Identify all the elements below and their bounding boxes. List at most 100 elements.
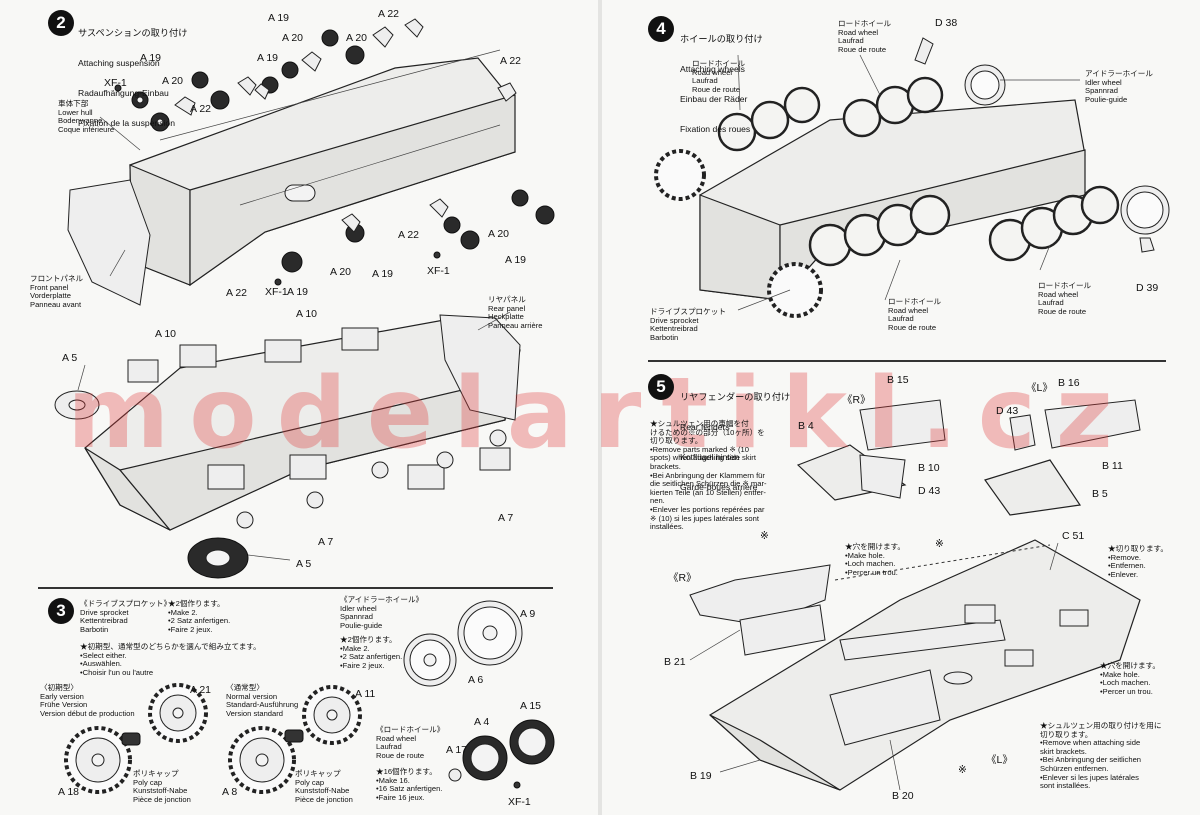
part-label-a22: A 22	[398, 229, 420, 241]
rear-panel-label: リヤパネル Rear panel Heckplatte Panneau arri…	[488, 295, 543, 330]
part-label-a20: A 20	[282, 32, 304, 44]
part-label-xf1: XF-1	[508, 796, 531, 808]
part-label-d38: D 38	[935, 17, 958, 29]
rear-hull-drawing	[689, 539, 1141, 791]
drive-sprocket-label: ドライブスプロケット Drive sprocket Kettentreibrad…	[650, 307, 726, 342]
part-label-a20: A 20	[346, 32, 368, 44]
step-5-number: 5	[648, 374, 674, 400]
part-label-a19: A 19	[287, 286, 309, 298]
part-label-a8: A 8	[222, 786, 238, 798]
hull-with-wheels-drawing	[654, 37, 1170, 318]
part-label-a19: A 19	[268, 12, 290, 24]
idler-wheel-label: アイドラーホイール Idler wheel Spannrad Poulie-gu…	[1085, 69, 1153, 104]
part-label-d43: D 43	[918, 485, 941, 497]
idler-wheel-title: 《アイドラーホイール》 Idler wheel Spannrad Poulie-…	[340, 595, 424, 630]
cut-off-note: ★切り取ります。 •Remove. •Entfernen. •Enlever.	[1108, 544, 1168, 579]
part-label-a11: A 11	[355, 688, 376, 700]
part-label-b20: B 20	[892, 790, 914, 802]
step-5-title-jp: リヤフェンダーの取り付け	[680, 392, 791, 402]
part-label-a20: A 20	[162, 75, 184, 87]
rear-fender-drawings	[796, 399, 1141, 516]
make-hole-note-2: ★穴を開けます。 •Make hole. •Loch machen. •Perc…	[1100, 661, 1160, 696]
sprocket-drawings	[64, 683, 362, 794]
part-label-b21: B 21	[664, 656, 686, 668]
step-2-title-fr: Fixation de la suspension	[78, 118, 175, 128]
part-label-a19: A 19	[505, 254, 527, 266]
road-wheel-title: 《ロードホイール》 Road wheel Laufrad Roue de rou…	[376, 725, 445, 760]
part-label-a6: A 6	[468, 674, 484, 686]
part-label-a5: A 5	[296, 558, 312, 570]
road-wheel-label-left: ロードホイール Road wheel Laufrad Roue de route	[692, 59, 746, 94]
right-side-label: 《R》	[668, 572, 697, 584]
part-label-a19: A 19	[140, 52, 162, 64]
step-5-title-en: Rear fenders	[680, 422, 730, 432]
step-4-title-jp: ホイールの取り付け	[680, 34, 763, 44]
part-label-a22: A 22	[378, 8, 400, 20]
part-label-b15: B 15	[887, 374, 909, 386]
part-label-a10: A 10	[296, 308, 318, 320]
step-5-title-fr: Garde-boues arrière	[680, 482, 758, 492]
cut-mark: ※	[958, 764, 967, 776]
part-label-a17: A 17	[446, 744, 468, 756]
part-label-a5: A 5	[62, 352, 78, 364]
cut-mark: ※	[760, 530, 769, 542]
part-label-a10: A 10	[155, 328, 177, 340]
road-wheel-make-note: ★16個作ります。 •Make 16. •16 Satz anfertigen.…	[376, 767, 443, 802]
sprocket-title: 《ドライブスプロケット》 Drive sprocket Kettentreibr…	[80, 599, 172, 634]
cut-mark: ※	[935, 538, 944, 550]
part-label-a19: A 19	[372, 268, 394, 280]
road-wheel-label-bottom: ロードホイール Road wheel Laufrad Roue de route	[888, 297, 942, 332]
polycap-label-early: ポリキャップ Poly cap Kunststoff-Nabe Pièce de…	[133, 769, 191, 804]
part-label-a18: A 18	[58, 786, 80, 798]
step-4-title-de: Einbau der Räder	[680, 94, 748, 104]
part-label-d43: D 43	[996, 405, 1019, 417]
early-version-label: 〈初期型〉 Early version Frühe Version Versio…	[40, 683, 135, 718]
part-label-a22: A 22	[226, 287, 248, 299]
step-2-title-en: Attaching suspension	[78, 58, 160, 68]
leader-lines	[77, 54, 1080, 791]
part-label-a15: A 15	[520, 700, 542, 712]
step-2-number: 2	[48, 10, 74, 36]
step-4-number: 4	[648, 16, 674, 42]
step-2-title-jp: サスペンションの取り付け	[78, 28, 188, 38]
part-label-xf1: XF-1	[265, 286, 288, 298]
part-label-c51: C 51	[1062, 530, 1085, 542]
part-label-a19: A 19	[257, 52, 279, 64]
part-label-a21: A 21	[190, 684, 212, 696]
step-4-title: ホイールの取り付け Attaching wheels Einbau der Rä…	[680, 14, 763, 144]
step-4-title-en: Attaching wheels	[680, 64, 745, 74]
part-label-a7: A 7	[498, 512, 514, 524]
sprocket-make-note: ★2個作ります。 •Make 2. •2 Satz anfertigen. •F…	[168, 599, 231, 634]
part-label-a20: A 20	[330, 266, 352, 278]
right-side-label: 《R》	[842, 394, 871, 406]
idler-make-note: ★2個作ります。 •Make 2. •2 Satz anfertigen. •F…	[340, 635, 403, 670]
part-label-xf1: XF-1	[427, 265, 450, 277]
part-label-xf1: XF-1	[104, 77, 127, 89]
side-skirt-remove-note: ★シュルツェン用の車幅を付 けるための※の部分（10ヶ所）を 切り取ります。 •…	[650, 419, 767, 532]
step-5-title: リヤフェンダーの取り付け Rear fenders Kotflügel hint…	[680, 372, 790, 502]
step-2-title: サスペンションの取り付け Attaching suspension Radauf…	[78, 8, 187, 138]
section-divider	[648, 360, 1166, 362]
polycap-label-normal: ポリキャップ Poly cap Kunststoff-Nabe Pièce de…	[295, 769, 353, 804]
part-label-b4: B 4	[798, 420, 814, 432]
part-label-a20: A 20	[488, 228, 510, 240]
make-hole-note: ★穴を開けます。 •Make hole. •Loch machen. •Perc…	[845, 542, 905, 577]
left-side-label: 《L》	[1026, 382, 1053, 394]
lower-hull-label: 車体下部 Lower hull Bodenwanne Coque inférie…	[58, 99, 115, 134]
version-select-note: ★初期型、通常型のどちらかを選んで組み立てます。 •Select either.…	[80, 642, 261, 677]
part-label-a22: A 22	[500, 55, 522, 67]
suspension-parts-drawing	[114, 18, 555, 286]
part-label-a9: A 9	[520, 608, 536, 620]
part-label-a7: A 7	[318, 536, 334, 548]
page-spine	[598, 0, 602, 815]
road-wheel-label-right: ロードホイール Road wheel Laufrad Roue de route	[1038, 281, 1092, 316]
skirt-bracket-note: ★シュルツェン用の取り付けを用に 切り取ります。 •Remove when at…	[1040, 721, 1162, 791]
road-wheel-label-top: ロードホイール Road wheel Laufrad Roue de route	[838, 19, 892, 54]
hull-with-suspension-drawing	[54, 314, 521, 579]
step-3-number: 3	[48, 598, 74, 624]
part-label-b5: B 5	[1092, 488, 1108, 500]
front-panel-label: フロントパネル Front panel Vorderplatte Panneau…	[30, 274, 84, 309]
part-label-a22: A 22	[190, 103, 212, 115]
step-4-title-fr: Fixation des roues	[680, 124, 751, 134]
